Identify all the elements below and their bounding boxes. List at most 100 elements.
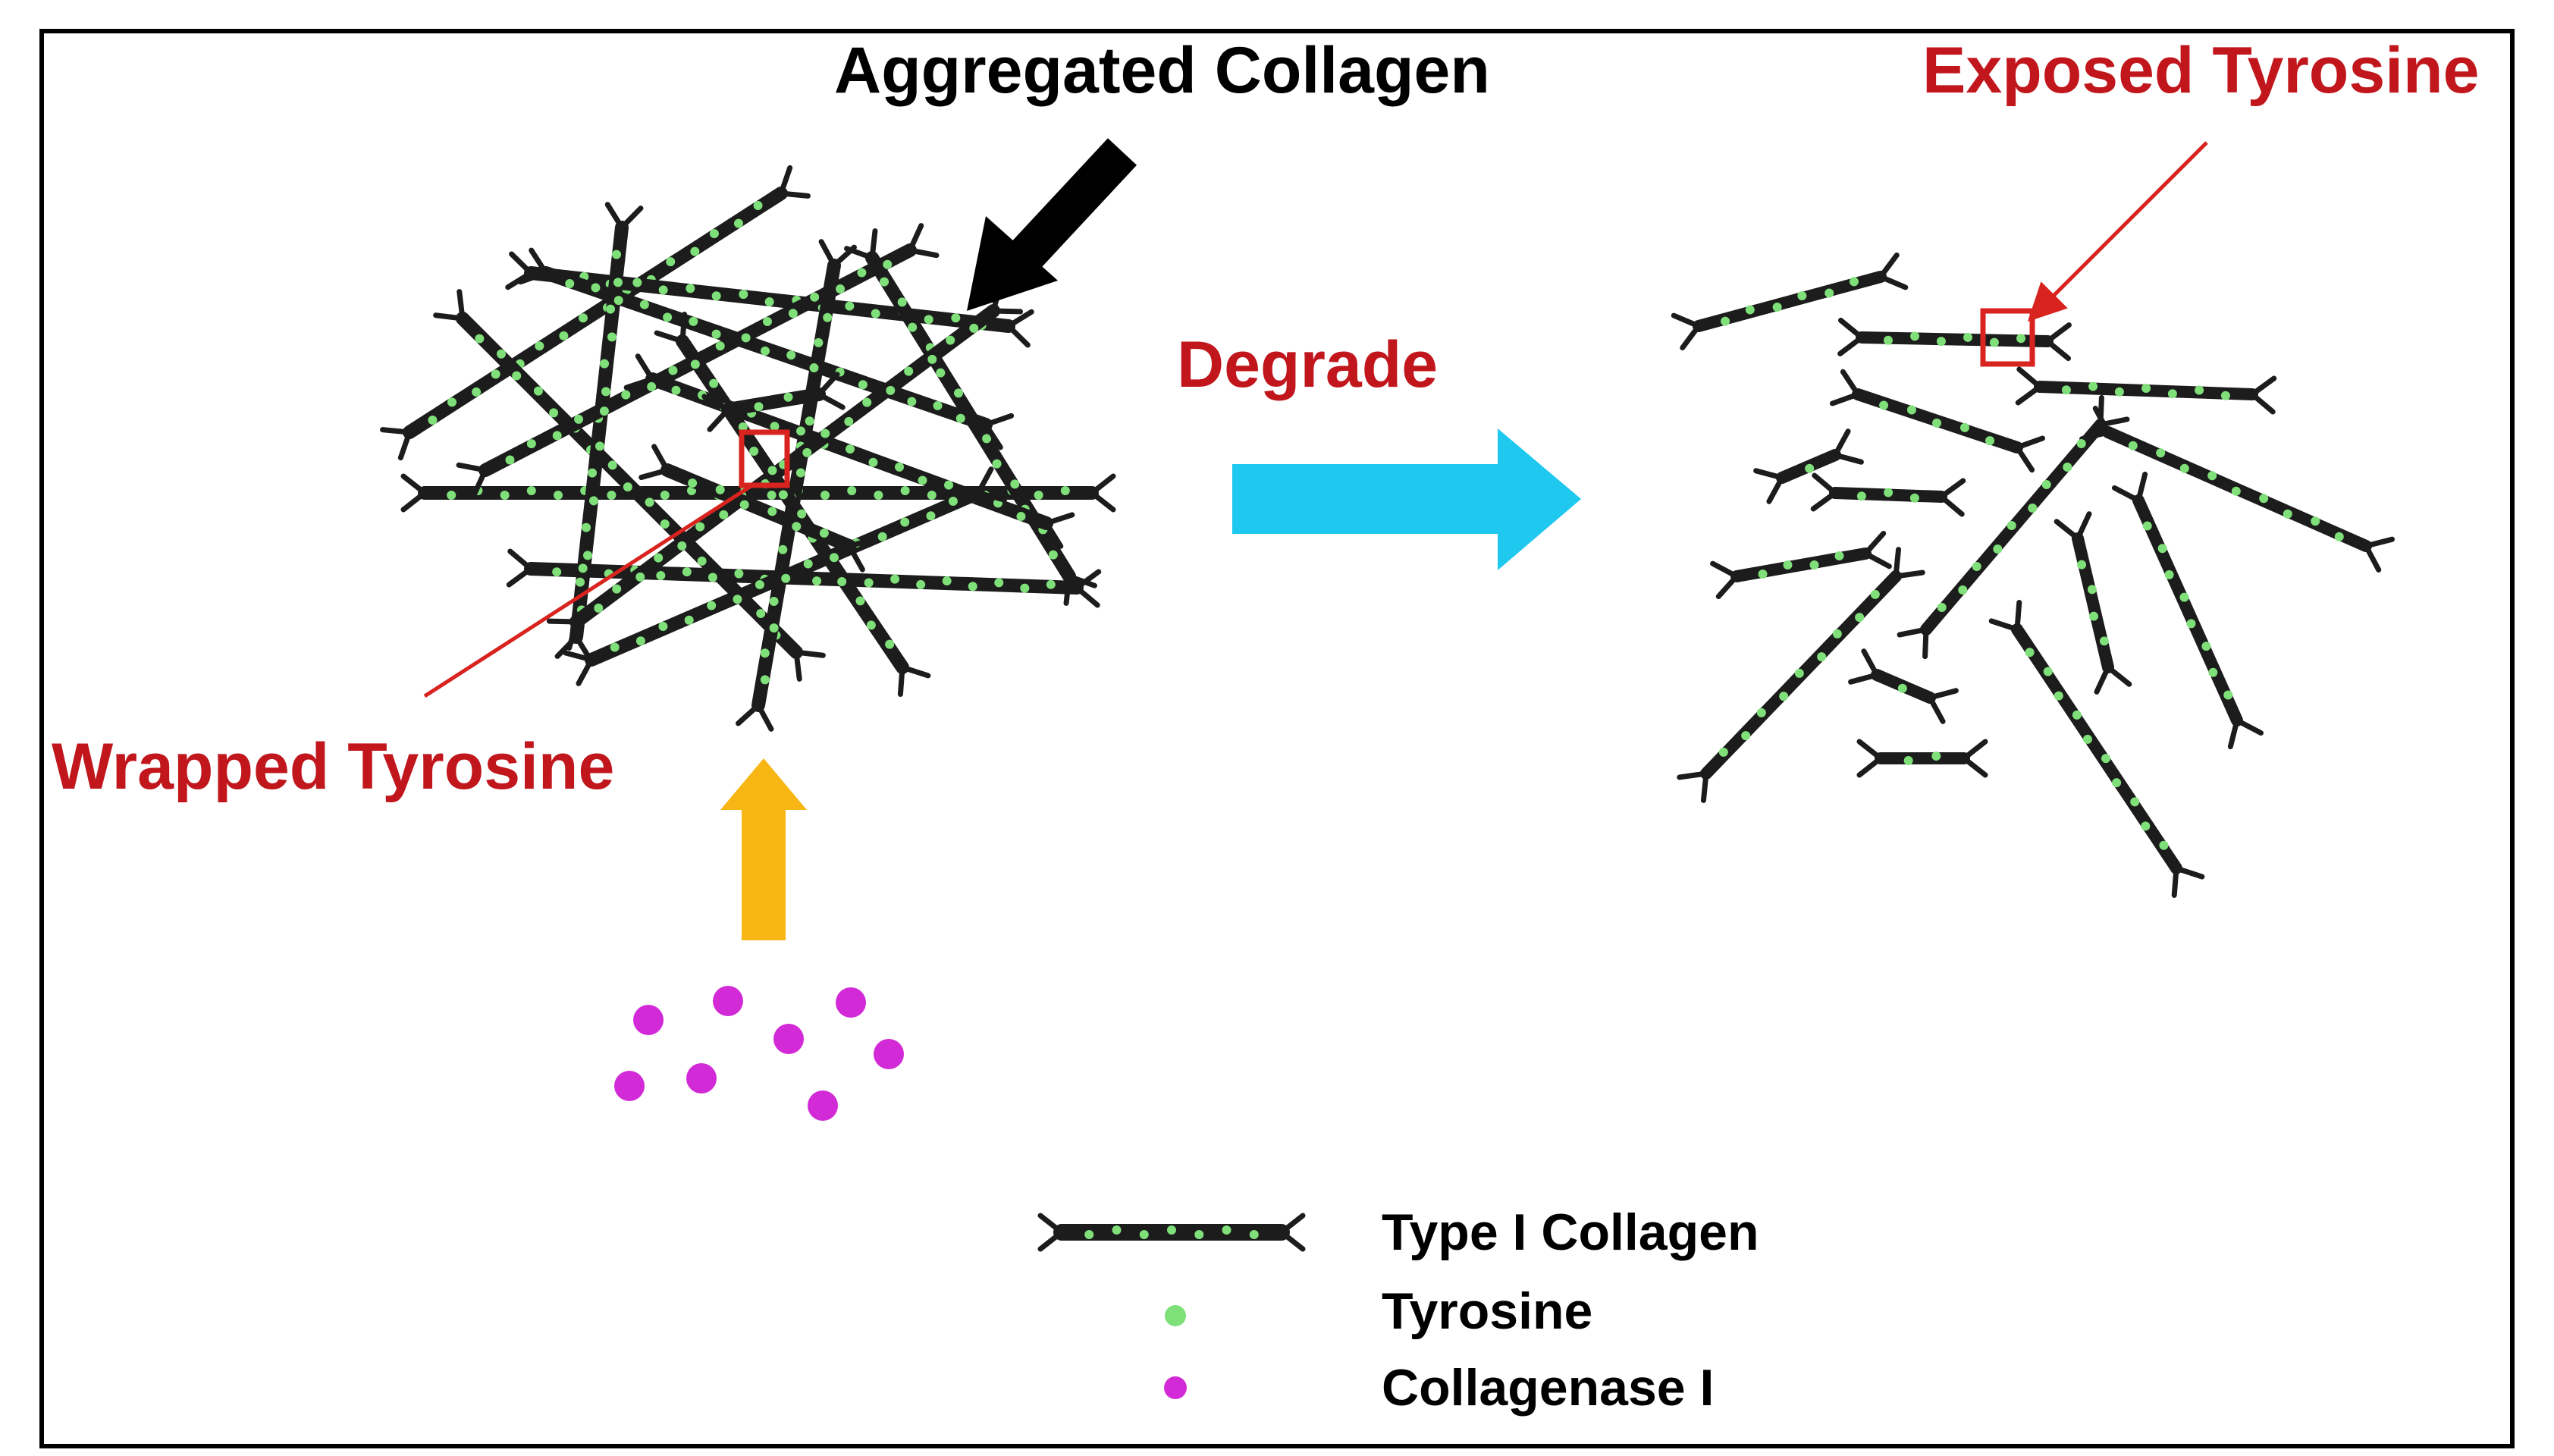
tyrosine-dot [1832, 629, 1842, 639]
tyrosine-dot [918, 475, 927, 485]
tyrosine-dot [803, 559, 813, 569]
collagen-fiber [638, 444, 878, 573]
tyrosine-dot [2311, 516, 2320, 526]
tyrosine-dot [707, 601, 717, 610]
tyrosine-dot [1084, 1230, 1094, 1239]
tyrosine-dot [1034, 491, 1043, 500]
tyrosine-dot [491, 369, 500, 379]
tyrosine-dot [994, 578, 1004, 588]
tyrosine-dot [1010, 479, 1020, 489]
collagen-fiber [2054, 511, 2132, 695]
collagen-fiber [1856, 739, 1988, 778]
collagen-fiber [506, 548, 1102, 608]
tyrosine-dot [600, 359, 610, 369]
tyrosine-dot [607, 332, 617, 342]
tyrosine-dot [677, 541, 687, 551]
tyrosine-dot [1797, 290, 1807, 300]
tyrosine-dot [621, 390, 631, 400]
tyrosine-dot [783, 392, 793, 402]
tyrosine-dot [829, 553, 839, 563]
tyrosine-dot [512, 371, 522, 381]
tyrosine-dot [754, 402, 764, 412]
tyrosine-dot [2041, 480, 2051, 490]
tyrosine-dot [565, 278, 575, 288]
tyrosine-dot [582, 522, 591, 532]
tyrosine-dot [820, 491, 830, 500]
tyrosine-dot [690, 246, 700, 256]
tyrosine-dot [927, 354, 937, 364]
tyrosine-dot [982, 434, 992, 444]
tyrosine-dot [2061, 385, 2071, 395]
enzyme-arrow [720, 758, 807, 940]
tyrosine-dot [788, 309, 798, 318]
tyrosine-dot [933, 400, 943, 410]
tyrosine-dot [944, 480, 954, 490]
tyrosine-dot [2006, 521, 2016, 531]
tyrosine-dot [781, 573, 791, 583]
collagenase-dot [773, 1024, 804, 1054]
tyrosine-dot [823, 312, 833, 322]
tyrosine-dot [658, 285, 668, 295]
tyrosine-dot [2063, 462, 2072, 472]
aggregated-collagen-label: Aggregated Collagen [834, 34, 1490, 107]
tyrosine-dot [767, 466, 777, 475]
tyrosine-dot [1046, 579, 1056, 589]
tyrosine-dot [2141, 384, 2151, 394]
collagenase-dot [614, 1071, 645, 1101]
tyrosine-dot [635, 572, 645, 582]
degrade-arrow [1232, 428, 1581, 570]
tyrosine-dot [764, 297, 774, 306]
magenta-dot-icon [1164, 1376, 1187, 1399]
tyrosine-dot [1222, 1225, 1232, 1235]
tyrosine-dot [942, 576, 952, 586]
tyrosine-dot [2164, 570, 2174, 579]
tyrosine-dot [2130, 797, 2140, 807]
tyrosine-dot [684, 615, 694, 625]
exposed-tyrosine-box [1980, 308, 2035, 367]
tyrosine-dot [2128, 441, 2138, 450]
collagen-fiber [1837, 317, 2072, 362]
tyrosine-dot [2142, 521, 2152, 531]
wrapped-tyrosine-label: Wrapped Tyrosine [52, 730, 614, 803]
tyrosine-dot [792, 522, 802, 532]
tyrosine-dot [778, 544, 788, 554]
tyrosine-dot [1897, 683, 1907, 693]
tyrosine-dot [715, 341, 725, 351]
tyrosine-dot [1167, 1225, 1176, 1235]
tyrosine-dot [2072, 710, 2082, 720]
tyrosine-dot [447, 491, 457, 500]
tyrosine-dot [447, 397, 457, 407]
tyrosine-dot [741, 333, 751, 343]
tyrosine-dot [1883, 335, 1893, 345]
tyrosine-dot [1020, 583, 1030, 593]
tyrosine-dot [2159, 840, 2169, 850]
tyrosine-dot [883, 259, 893, 269]
tyrosine-dot [968, 582, 977, 592]
tyrosine-dot [1959, 422, 1969, 432]
tyrosine-dot [612, 584, 622, 594]
tyrosine-dot [719, 510, 729, 519]
tyrosine-dot [948, 496, 958, 506]
tyrosine-dot [711, 329, 721, 339]
tyrosine-dot [2157, 544, 2167, 554]
tyrosine-dot [2099, 636, 2109, 646]
collagenase-dot [633, 1005, 664, 1035]
tyrosine-dot [885, 639, 895, 649]
collagen-fiber [1671, 252, 1909, 351]
tyrosine-dot [871, 309, 880, 318]
tyrosine-dot [951, 313, 961, 323]
tyrosine-dot [762, 317, 772, 327]
tyrosine-dot [697, 556, 707, 566]
tyrosine-dot [2141, 821, 2151, 831]
tyrosine-dot [1772, 303, 1782, 312]
tyrosine-dot [1855, 613, 1865, 623]
tyrosine-dot [857, 268, 867, 278]
tyrosine-dot [855, 596, 865, 606]
tyrosine-dot [1909, 493, 1919, 503]
tyrosine-dot [2028, 503, 2038, 513]
tyrosine-dot [552, 431, 562, 441]
tyrosine-dot [1779, 692, 1789, 701]
tyrosine-dot [769, 623, 779, 633]
tyrosine-dot [802, 447, 812, 457]
